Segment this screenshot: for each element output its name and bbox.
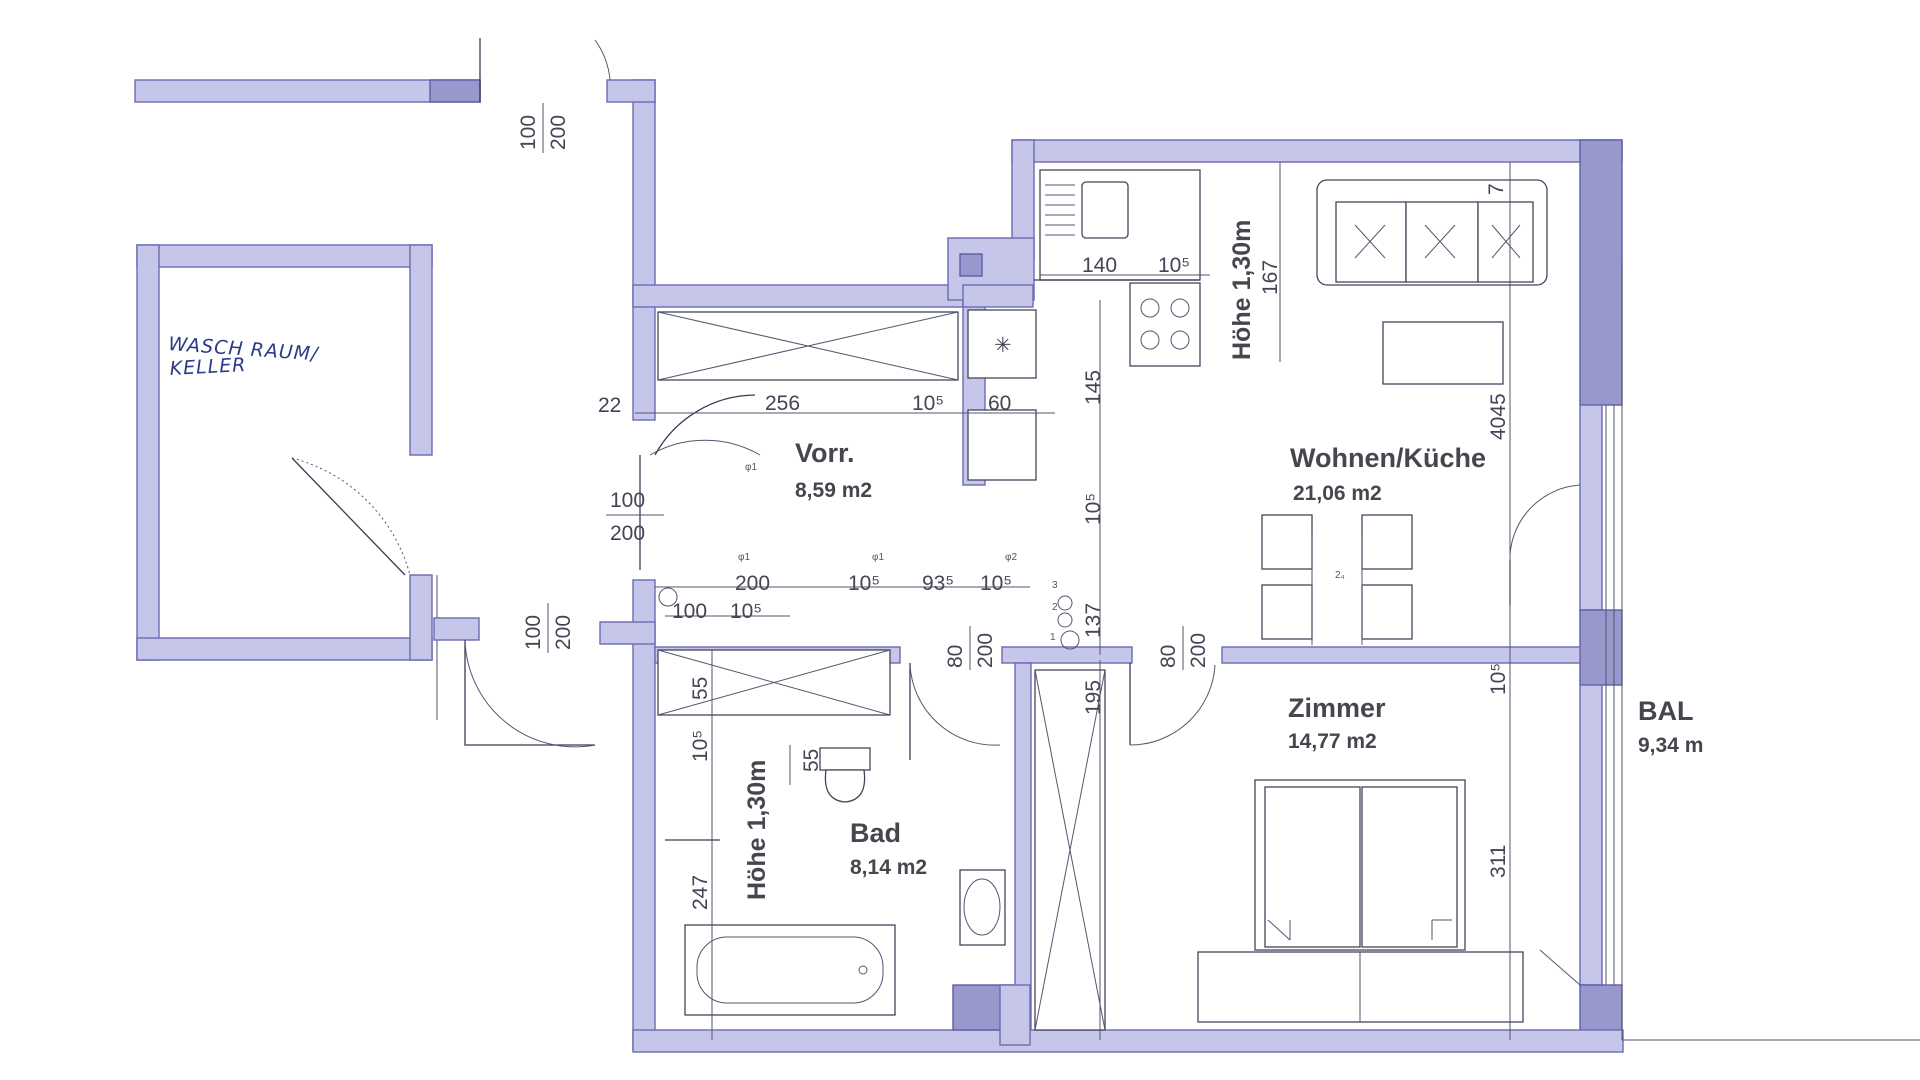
waschraum-keller	[136, 244, 480, 720]
svg-text:80: 80	[1157, 645, 1180, 668]
dim-55-b: 55	[800, 749, 823, 772]
svg-text:φ1: φ1	[872, 552, 884, 563]
bed-icon	[1254, 779, 1466, 951]
svg-text:2: 2	[1052, 602, 1058, 613]
svg-text:100: 100	[517, 115, 540, 150]
door-zimmer-fraction: 80 200	[1157, 626, 1210, 670]
hoehe-kitchen-label: Höhe 1,30m	[1228, 220, 1256, 360]
hoehe-bad-label: Höhe 1,30m	[743, 760, 771, 900]
dim-100: 100	[672, 600, 707, 623]
dim-167: 167	[1259, 260, 1282, 295]
dim-105-h: 10⁵	[1487, 663, 1510, 695]
door-vorraum-fraction: 100 200	[606, 489, 664, 545]
toilet-icon	[819, 747, 871, 803]
sink-icon	[1045, 181, 1129, 239]
svg-text:100: 100	[522, 615, 545, 650]
bathtub-icon	[684, 924, 896, 1016]
room-area-vorraum: 8,59 m2	[795, 479, 872, 502]
washbasin-icon	[959, 869, 1006, 946]
door-bad-fraction: 80 200	[944, 626, 997, 670]
dim-105-c: 10⁵	[1158, 254, 1190, 277]
dim-935: 93⁵	[922, 572, 954, 595]
furniture: ✳	[657, 169, 1548, 1031]
room-name-balkon: BAL	[1638, 696, 1694, 726]
svg-text:φ2: φ2	[1005, 552, 1017, 563]
room-area-balkon: 9,34 m	[1638, 734, 1703, 757]
dim-105-b: 10⁵	[1082, 493, 1105, 525]
dim-22: 22	[598, 394, 621, 417]
dim-200: 200	[735, 572, 770, 595]
dim-55-a: 55	[689, 677, 712, 700]
dim-105-g: 10⁵	[689, 730, 712, 762]
dimension-lines	[635, 162, 1511, 1040]
dim-4045: 4045	[1487, 393, 1510, 440]
room-name-bad: Bad	[850, 818, 901, 848]
svg-text:2₄: 2₄	[1335, 570, 1345, 581]
dim-311: 311	[1487, 845, 1510, 878]
dim-60: 60	[988, 392, 1011, 415]
dim-105-f: 10⁵	[730, 600, 762, 623]
svg-text:φ1: φ1	[738, 552, 750, 563]
room-name-zimmer: Zimmer	[1288, 693, 1386, 723]
svg-text:1: 1	[1050, 632, 1056, 643]
svg-text:200: 200	[1187, 633, 1210, 668]
dim-140: 140	[1082, 254, 1117, 277]
waschraum-label-line2: KELLER	[169, 354, 247, 380]
dim-145: 145	[1082, 370, 1105, 405]
sofa-icon	[1316, 179, 1548, 286]
dim-137: 137	[1082, 603, 1105, 638]
dim-247: 247	[689, 875, 712, 910]
dining-table-icon	[1261, 514, 1413, 645]
dim-105-d: 10⁵	[848, 572, 880, 595]
svg-text:200: 200	[974, 633, 997, 668]
dim-105-e: 10⁵	[980, 572, 1012, 595]
svg-text:200: 200	[610, 522, 645, 545]
stove-icon	[1129, 282, 1201, 367]
svg-text:100: 100	[610, 489, 645, 512]
svg-text:3: 3	[1052, 580, 1058, 591]
dim-7: 7	[1485, 183, 1508, 195]
door-entry-fraction: 100 200	[522, 603, 575, 653]
walls	[134, 38, 1920, 1053]
room-area-wohnen: 21,06 m2	[1293, 482, 1382, 505]
dim-256: 256	[765, 392, 800, 415]
room-name-vorraum: Vorr.	[795, 438, 855, 468]
door-top-fraction: 100 200	[517, 103, 570, 153]
room-name-wohnen: Wohnen/Küche	[1290, 443, 1486, 473]
svg-text:200: 200	[552, 615, 575, 650]
svg-text:80: 80	[944, 645, 967, 668]
room-area-bad: 8,14 m2	[850, 856, 927, 879]
svg-text:φ1: φ1	[745, 462, 757, 473]
dim-195: 195	[1082, 680, 1105, 715]
svg-text:200: 200	[547, 115, 570, 150]
svg-text:✳: ✳	[994, 334, 1012, 357]
dim-105-a: 10⁵	[912, 392, 944, 415]
switch-markers: φ1 φ1 φ1 φ2 3 2 1 2₄	[658, 462, 1345, 650]
room-area-zimmer: 14,77 m2	[1288, 730, 1377, 753]
